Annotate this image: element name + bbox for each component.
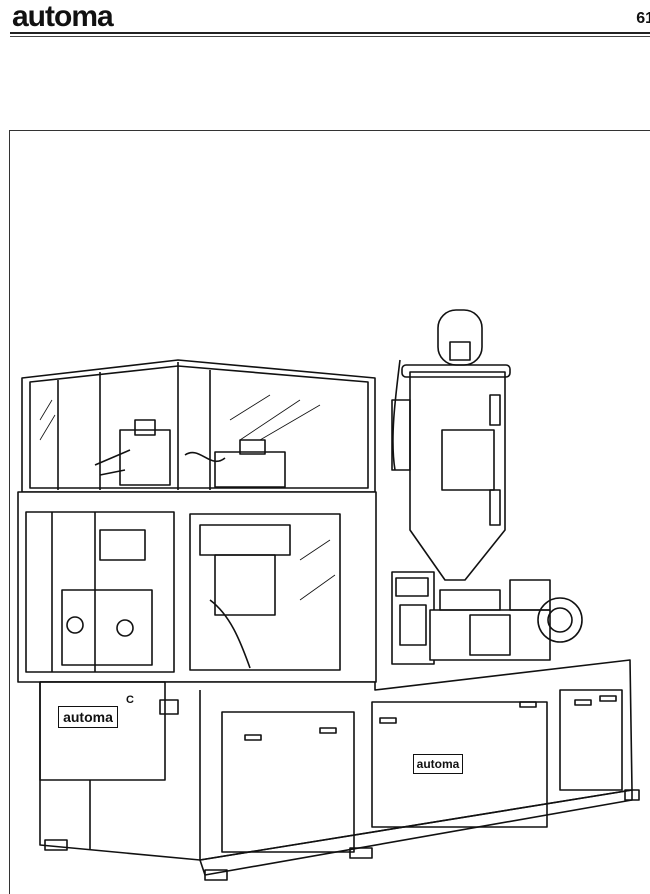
lower-guard: [17, 491, 377, 683]
machine-logo-text-left: automa: [63, 709, 113, 725]
hopper-dryer: [391, 309, 511, 581]
machine-logo-text-center: automa: [416, 757, 460, 771]
machine-logo-plate-left: automa: [58, 706, 118, 728]
header-rule-thin: [10, 36, 650, 37]
page-header: automa 61: [0, 0, 650, 40]
machine-logo-plate-center: automa: [413, 754, 463, 774]
extruder-unit: [391, 571, 583, 665]
brand-logo: automa: [12, 0, 114, 33]
illustration-frame: [9, 130, 650, 894]
upper-guard: [21, 359, 376, 493]
panel-label-c: C: [126, 694, 134, 706]
machine-base: [39, 659, 640, 881]
page-number: 61: [636, 10, 650, 27]
header-rule: [10, 32, 650, 34]
